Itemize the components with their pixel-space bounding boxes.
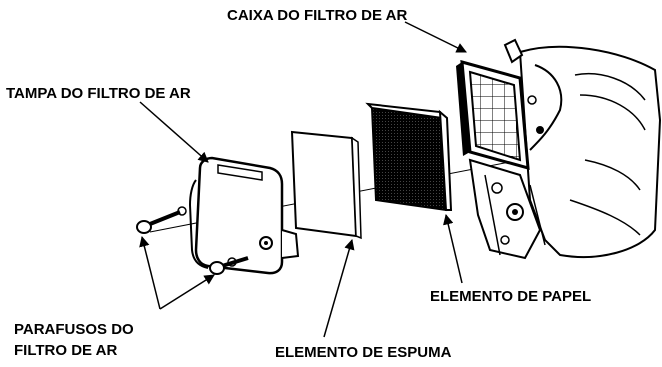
- leader-air-filter-cover: [139, 101, 209, 163]
- bolt-lower-drawing: [209, 256, 249, 275]
- label-air-filter-bolts-line1: PARAFUSOS DO: [14, 321, 134, 338]
- foam-element-drawing: [290, 130, 362, 240]
- label-foam-element: ELEMENTO DE ESPUMA: [275, 344, 452, 361]
- leader-bolt-lower: [159, 274, 215, 310]
- engine-body-drawing: [468, 38, 662, 260]
- air-filter-cover-drawing: [177, 156, 300, 275]
- leader-foam-element: [323, 238, 355, 338]
- paper-element-drawing: [365, 102, 453, 212]
- label-paper-element: ELEMENTO DE PAPEL: [430, 288, 592, 305]
- bolt-upper-drawing: [136, 210, 181, 234]
- label-air-filter-bolts-line2: FILTRO DE AR: [14, 342, 118, 359]
- leader-bolt-upper: [139, 235, 161, 310]
- leader-air-filter-case: [404, 21, 467, 53]
- label-air-filter-bolts: PARAFUSOS DO FILTRO DE AR: [14, 319, 134, 361]
- label-air-filter-case: CAIXA DO FILTRO DE AR: [227, 7, 408, 24]
- air-filter-case-drawing: [456, 59, 530, 171]
- label-air-filter-cover: TAMPA DO FILTRO DE AR: [6, 85, 191, 102]
- leader-paper-element: [443, 213, 463, 284]
